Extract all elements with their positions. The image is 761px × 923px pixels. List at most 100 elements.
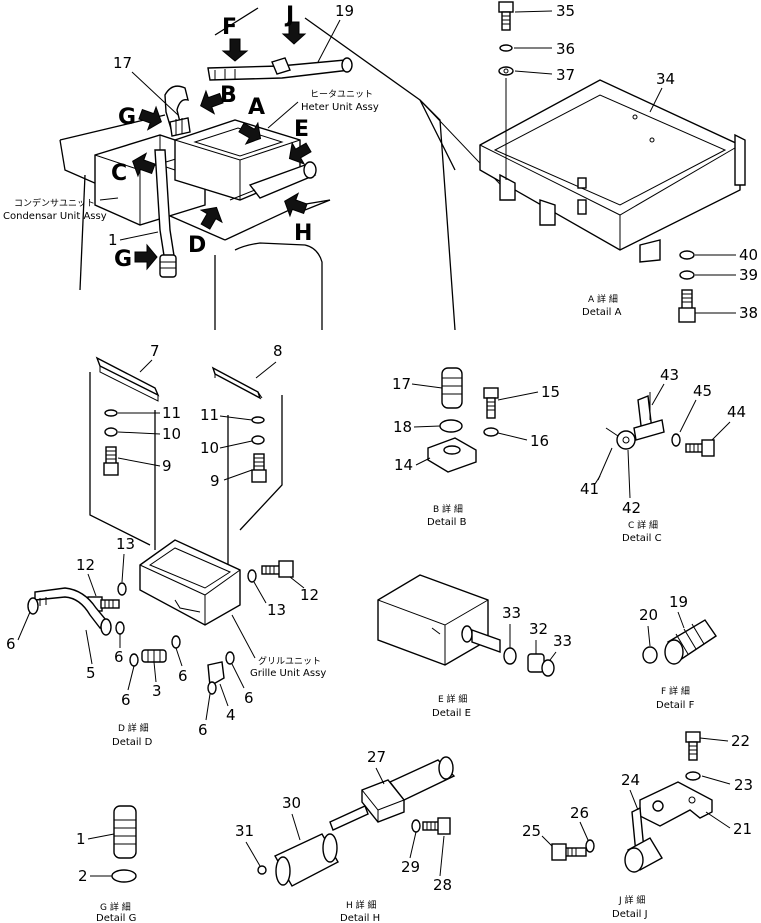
part-number-45: 45	[693, 382, 712, 400]
part-number-42: 42	[622, 499, 641, 517]
part-number-16: 16	[530, 432, 549, 450]
part-number-6-c: 6	[121, 691, 131, 709]
part-number-3: 3	[152, 682, 162, 700]
part-number-22: 22	[731, 732, 750, 750]
part-number-21: 21	[733, 820, 752, 838]
part-number-28: 28	[433, 876, 452, 894]
grille-label-jp: グリルユニット	[258, 655, 321, 667]
part-number-11-left: 11	[162, 404, 181, 422]
part-number-38: 38	[739, 304, 758, 322]
detail-e: 33 32 33 E 詳 細 Detail E	[377, 574, 572, 719]
part-number-4: 4	[226, 706, 236, 724]
detail-h-caption-jp: H 詳 細	[346, 899, 377, 911]
detail-b-caption-en: Detail B	[427, 517, 467, 528]
part-number-2: 2	[78, 867, 88, 885]
detail-d-caption-jp: D 詳 細	[118, 722, 149, 734]
part-number-27: 27	[367, 748, 386, 766]
detail-g-caption-jp: G 詳 細	[100, 901, 131, 913]
detail-d-caption-en: Detail D	[112, 737, 153, 748]
detail-j-caption-en: Detail J	[612, 909, 648, 920]
part-number-39: 39	[739, 266, 758, 284]
part-number-17: 17	[113, 54, 132, 72]
detail-g-caption-en: Detail G	[96, 913, 136, 923]
letter-j: J	[284, 3, 294, 28]
detail-f: 20 19 F 詳 細 Detail F	[639, 593, 717, 711]
part-number-12-left: 12	[76, 556, 95, 574]
part-number-6-f: 6	[198, 721, 208, 739]
letter-h: H	[294, 221, 312, 246]
part-number-8: 8	[273, 342, 283, 360]
detail-e-caption-en: Detail E	[432, 708, 471, 719]
part-number-18: 18	[393, 418, 412, 436]
heater-label-jp: ヒータユニット	[310, 89, 373, 100]
letter-g2: G	[114, 247, 132, 272]
part-number-1: 1	[108, 231, 118, 249]
letter-f: F	[222, 15, 237, 40]
part-number-36: 36	[556, 40, 575, 58]
condenser-label-en: Condensar Unit Assy	[3, 211, 107, 222]
part-number-17-b: 17	[392, 375, 411, 393]
letter-c: C	[111, 161, 127, 186]
part-number-44: 44	[727, 403, 746, 421]
detail-h-caption-en: Detail H	[340, 913, 380, 923]
letter-g: G	[118, 105, 136, 130]
detail-e-caption-jp: E 詳 細	[438, 693, 467, 705]
part-number-19-f: 19	[669, 593, 688, 611]
part-number-33-a: 33	[502, 604, 521, 622]
part-number-19: 19	[335, 2, 354, 20]
detail-a-caption-en: Detail A	[582, 307, 622, 318]
detail-c-caption-en: Detail C	[622, 533, 662, 544]
part-number-6-a: 6	[6, 635, 16, 653]
part-number-41: 41	[580, 480, 599, 498]
part-number-13-left: 13	[116, 535, 135, 553]
part-number-35: 35	[556, 2, 575, 20]
detail-a-caption-jp: A 詳 細	[588, 293, 618, 305]
part-number-9-left: 9	[162, 457, 172, 475]
part-number-6-b: 6	[114, 648, 124, 666]
letter-b: B	[220, 83, 237, 108]
letter-d: D	[188, 233, 206, 258]
part-number-34: 34	[656, 70, 675, 88]
part-number-7: 7	[150, 342, 160, 360]
detail-j-caption-jp: J 詳 細	[618, 894, 645, 906]
part-number-43: 43	[660, 366, 679, 384]
detail-letters: F J B G A E C D H G	[111, 3, 312, 272]
detail-h: 27 30 31 29 28 H 詳 細 Detail H	[235, 748, 456, 923]
detail-j: 22 23 24 21 26 25 J 詳 細 Detail J	[522, 731, 753, 920]
part-number-10-left: 10	[162, 425, 181, 443]
grille-label-en: Grille Unit Assy	[250, 668, 326, 679]
detail-b: 17 15 18 16 14 B 詳 細 Detail B	[392, 367, 560, 528]
part-number-1-g: 1	[76, 830, 86, 848]
heater-label-en: Heter Unit Assy	[301, 102, 379, 113]
detail-c: 43 45 44 41 42 C 詳 細 Detail C	[580, 366, 746, 544]
assembly-labels: ヒータユニット Heter Unit Assy コンデンサユニット Conden…	[3, 89, 379, 222]
detail-d: 7 8 11 10 9 11 10 9 13 12 13 12 6 5 6 6 …	[6, 342, 326, 748]
part-number-23: 23	[734, 776, 753, 794]
part-number-9-right: 9	[210, 472, 220, 490]
detail-b-caption-jp: B 詳 細	[433, 503, 463, 515]
detail-a: 35 36 37 34 40 39 38 A 詳 細 Detail A	[479, 1, 758, 323]
part-number-25: 25	[522, 822, 541, 840]
part-number-10-right: 10	[200, 439, 219, 457]
detail-g: 1 2 G 詳 細 Detail G	[76, 805, 137, 923]
condenser-label-jp: コンデンサユニット	[14, 197, 95, 209]
part-number-33-b: 33	[553, 632, 572, 650]
part-number-6-e: 6	[244, 689, 254, 707]
part-number-24: 24	[621, 771, 640, 789]
part-number-26: 26	[570, 804, 589, 822]
part-number-5: 5	[86, 664, 96, 682]
part-number-32: 32	[529, 620, 548, 638]
part-number-37: 37	[556, 66, 575, 84]
part-number-6-d: 6	[178, 667, 188, 685]
part-number-30: 30	[282, 794, 301, 812]
letter-e: E	[294, 117, 309, 142]
part-number-20: 20	[639, 606, 658, 624]
part-number-13-right: 13	[267, 601, 286, 619]
detail-f-caption-jp: F 詳 細	[661, 685, 690, 697]
part-number-29: 29	[401, 858, 420, 876]
part-number-14: 14	[394, 456, 413, 474]
part-number-40: 40	[739, 246, 758, 264]
detail-c-caption-jp: C 詳 細	[628, 519, 658, 531]
letter-a: A	[248, 95, 265, 120]
